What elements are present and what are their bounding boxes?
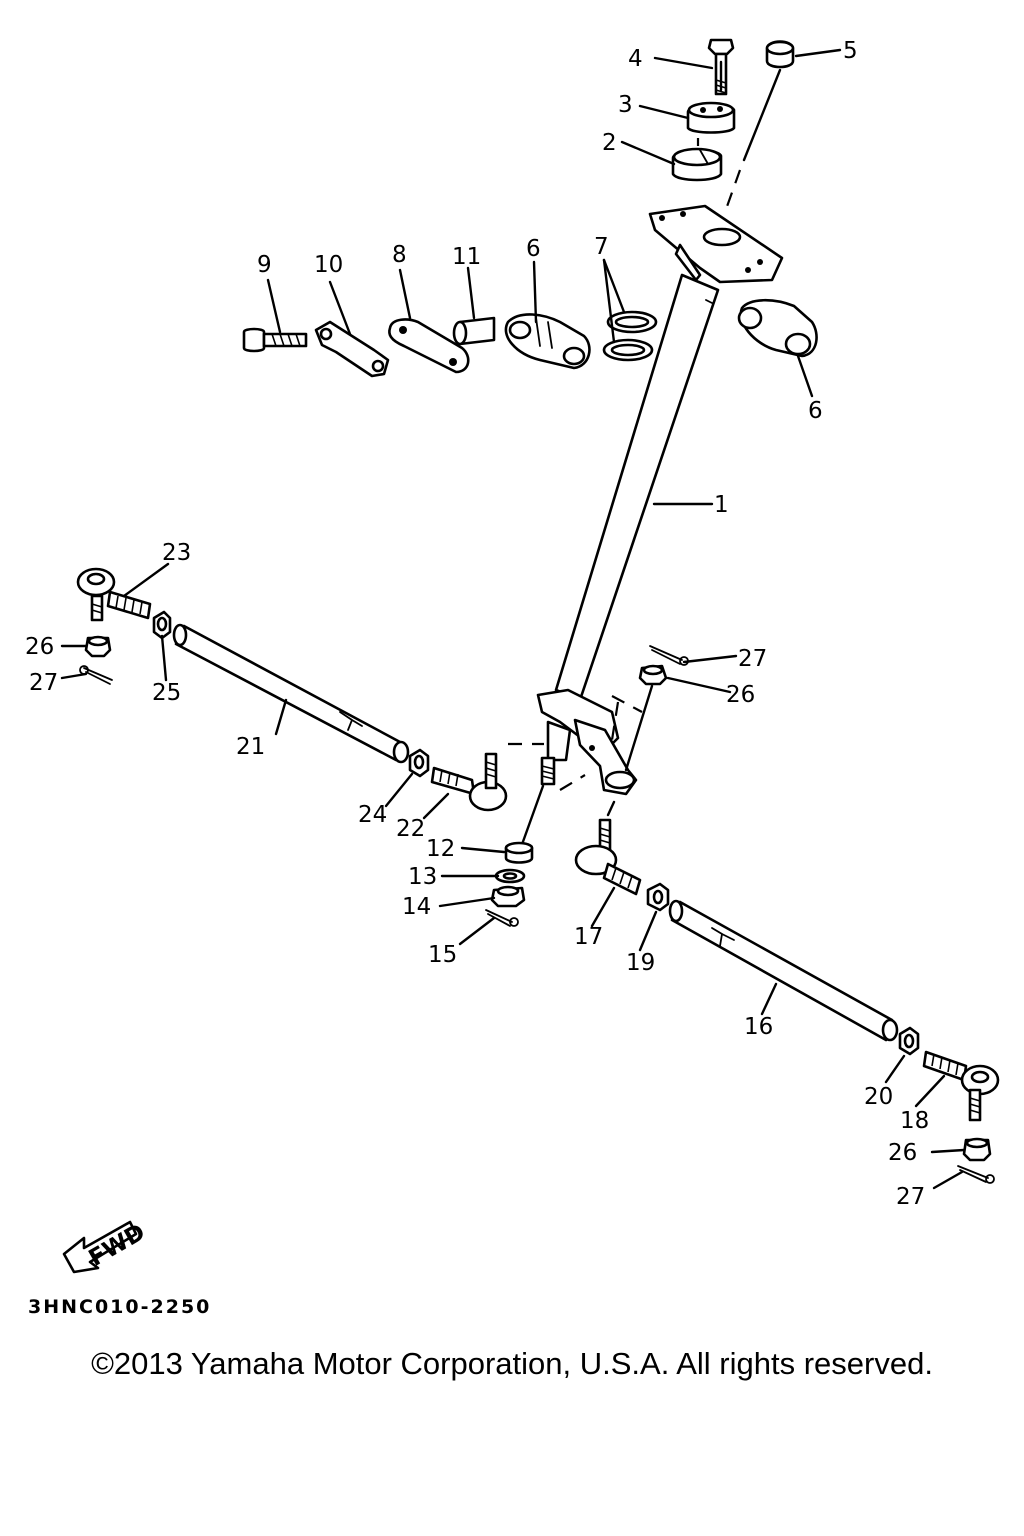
nut-part-26-right-bottom [962,1137,992,1162]
callout-4: 4 [628,46,643,72]
nut-part-26-left [84,635,112,658]
tie-rod-end-part-18 [922,1050,1000,1122]
collar-part-11 [452,316,496,346]
callout-27-left: 27 [29,670,58,696]
callout-26-right-bottom: 26 [888,1140,917,1166]
nut-part-19 [646,882,670,912]
callout-3: 3 [618,92,633,118]
nut-part-25 [152,610,172,640]
callout-12: 12 [426,836,455,862]
tie-rod-end-part-22 [430,752,508,812]
tie-rod-end-part-23 [76,567,152,622]
nut-part-26-right-top [638,664,668,686]
callout-23: 23 [162,540,191,566]
callout-26-left: 26 [25,634,54,660]
callout-8: 8 [392,242,407,268]
diagram-code: 3HNC010-2250 [28,1296,212,1318]
plate-part-8 [388,318,470,374]
tie-rod-part-16 [668,899,899,1042]
callout-labels: 4 5 3 2 9 10 8 11 6 7 6 1 23 26 27 25 21… [25,38,929,1210]
callout-9: 9 [257,252,272,278]
fwd-arrow-icon: FWD [62,1219,150,1274]
plate-part-10 [314,320,390,378]
callout-17: 17 [574,924,603,950]
callout-5: 5 [843,38,858,64]
fwd-label: FWD [85,1219,150,1272]
cotter-pin-part-27-right-bottom [957,1165,995,1184]
callout-6-left: 6 [526,236,541,262]
callout-6-right: 6 [808,398,823,424]
callout-14: 14 [402,894,431,920]
cotter-pin-part-15 [485,909,519,927]
callout-16: 16 [744,1014,773,1040]
callout-25: 25 [152,680,181,706]
callout-18: 18 [900,1108,929,1134]
cotter-pin-part-27-right-top [649,645,689,666]
steering-column-part-1 [536,204,784,796]
holder-part-6-right [737,298,818,358]
cap-part-5 [765,40,795,69]
upper-holder-part-3 [686,101,736,134]
nut-part-14 [490,885,526,908]
callout-24: 24 [358,802,387,828]
callout-1: 1 [714,492,729,518]
callout-10: 10 [314,252,343,278]
callout-22: 22 [396,816,425,842]
washer-part-13 [494,868,526,884]
bolt-part-9 [242,327,308,353]
lower-holder-part-2 [671,147,723,182]
callout-2: 2 [602,130,617,156]
bushing-part-7 [602,310,658,362]
leader-lines [60,48,966,1190]
callout-20: 20 [864,1084,893,1110]
holder-part-6-left [504,313,591,370]
nut-part-20 [898,1026,920,1056]
tie-rod-end-part-17 [574,818,642,896]
callout-15: 15 [428,942,457,968]
nut-part-24 [408,748,430,778]
callout-19: 19 [626,950,655,976]
callout-11: 11 [452,244,481,270]
tie-rod-part-21 [172,623,410,764]
callout-27-right-bottom: 27 [896,1184,925,1210]
callout-13: 13 [408,864,437,890]
callout-27-right-top: 27 [738,646,767,672]
callout-26-right-top: 26 [726,682,755,708]
copyright-notice: ©2013 Yamaha Motor Corporation, U.S.A. A… [91,1346,933,1381]
callout-7: 7 [594,234,609,260]
collar-part-12 [504,841,534,864]
callout-21: 21 [236,734,265,760]
